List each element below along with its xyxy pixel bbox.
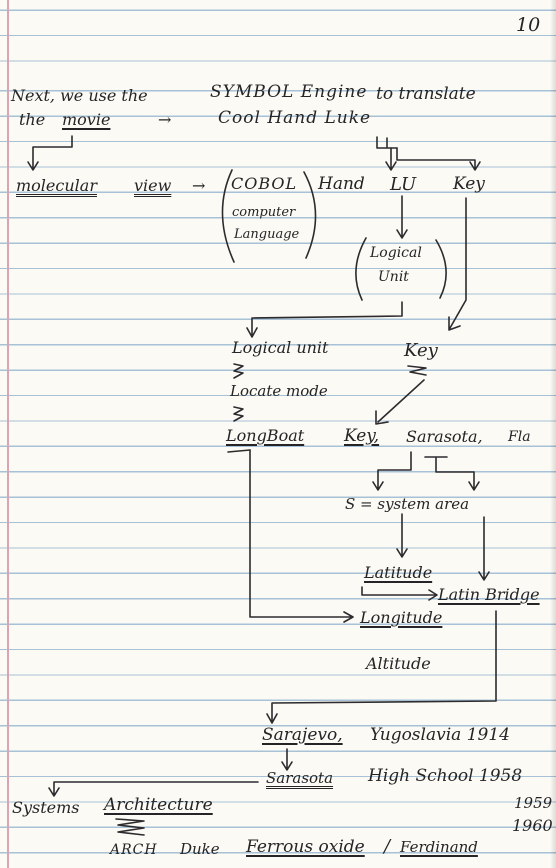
altitude-text: Altitude [366,654,431,673]
ferrous-oxide-text: Ferrous oxide [246,837,365,857]
cool-hand-luke-text: Cool Hand Luke [218,108,372,128]
arrowhead-longboat-left [227,449,251,453]
arch-text: ARCH [110,842,158,858]
movie-arrow: → [158,110,172,129]
architecture-text: Architecture [104,795,213,815]
key-text: Key [404,340,438,361]
brace-longboat [372,451,412,491]
sarajevo-text: Sarajevo, [262,725,343,745]
paren-logical-right [435,239,447,299]
year-1960: 1960 [512,816,553,835]
brace-luke [376,136,398,149]
movie-text: movie [62,110,111,129]
lu-text: LU [390,174,417,195]
duke-text: Duke [180,840,220,858]
arrow-luke-to-key [396,147,481,171]
system-area-text: S = system area [345,495,470,513]
systems-text: Systems [12,798,80,817]
squiggle-architecture [115,818,145,836]
arrow-system-to-latin-bridge [478,516,490,581]
page-number: 10 [516,14,541,36]
paren-cobol-right [303,171,317,259]
squiggle-key [407,365,427,376]
arrowhead-molecular [27,161,39,171]
arrow-luke-to-lu [385,147,397,171]
squiggle-logical-unit [233,363,244,379]
page-edge-shadow [550,0,556,868]
latitude-text: Latitude [364,563,433,582]
arrow-system-to-latitude [396,513,408,558]
arrow-latitude-to-latin-bridge [361,586,438,601]
hand-text: Hand [318,174,365,194]
paren-cobol-left [221,169,235,263]
brace-movie-to-molecular [32,135,73,169]
molecular-text: molecular [16,176,97,195]
the-text: the [19,110,46,129]
locate-mode-text: Locate mode [230,382,328,400]
intro-text: Next, we use the [11,86,148,105]
sarasota-hs-rest: High School 1958 [368,766,523,786]
latin-bridge-text: Latin Bridge [438,585,540,604]
arrow-latin-bridge-to-sarajevo [266,610,497,724]
fla-text: Fla [508,429,531,445]
arrow-sarajevo-to-sarasota [281,748,293,771]
logical-box-line1: Logical [370,245,422,261]
yugoslavia-text: Yugoslavia 1914 [370,725,510,745]
brace-sarasota [424,456,480,491]
key-text-row3: Key [453,174,485,194]
longitude-text: Longitude [360,608,443,627]
arrow-longboat-to-longitude [249,449,354,623]
sarasota-text: Sarasota, [406,427,483,446]
arrow-logical-to-logical-unit [246,301,403,338]
logical-unit-text: Logical unit [232,338,329,357]
longboat-key-text: Key, [344,426,380,446]
arrow-lu-to-logical-unit [396,195,408,239]
arrow-sarasota-to-systems [48,781,259,797]
view-text: view [134,176,172,195]
ferdinand-text: Ferdinand [400,838,478,856]
longboat-text: LongBoat [226,426,305,445]
translate-text: to translate [376,84,476,104]
view-arrow: → [192,176,206,195]
slash-text: / [384,836,391,857]
year-1959: 1959 [514,794,553,812]
cobol-text: COBOL [231,174,298,193]
squiggle-locate [233,406,244,422]
arrow-key-to-key [448,197,467,331]
paren-logical-left [355,237,367,301]
red-margin-line [7,0,9,868]
sarasota-hs-city: Sarasota [266,769,334,787]
arrow-key-to-longboat-key [375,379,425,425]
logical-box-line2: Unit [378,269,409,285]
language-text: Language [234,227,300,242]
computer-text: computer [232,205,296,220]
symbol-engine-text: SYMBOL Engine [210,82,368,102]
